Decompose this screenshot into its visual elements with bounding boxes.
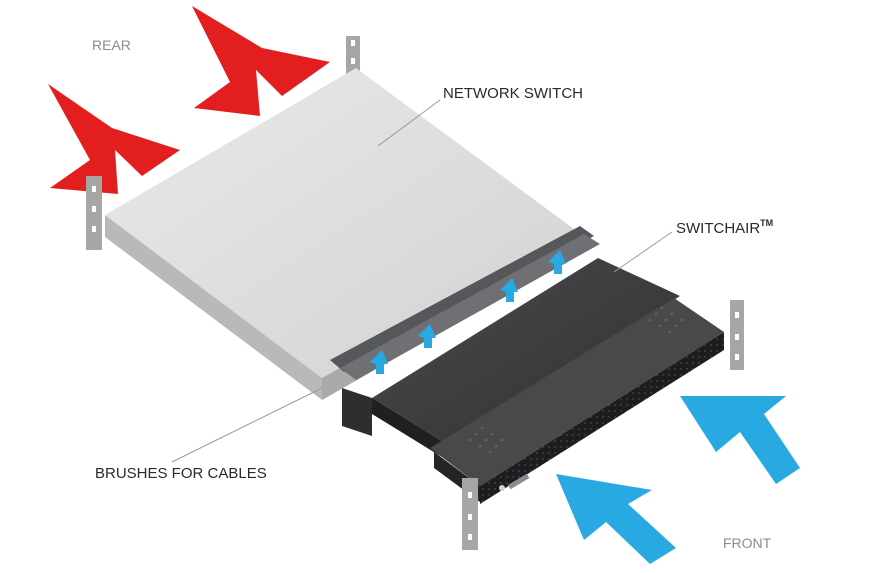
internal-airflow-arrows bbox=[370, 250, 566, 374]
intake-arrow-2 bbox=[556, 474, 676, 564]
switchair-leader bbox=[613, 231, 673, 273]
network-switch-leader bbox=[377, 99, 441, 147]
network-switch-label: NETWORK SWITCH bbox=[443, 85, 583, 102]
trademark-mark: TM bbox=[760, 218, 773, 228]
brushes-leader bbox=[171, 387, 323, 463]
rear-rail-right bbox=[346, 36, 360, 76]
exhaust-arrow-1 bbox=[192, 6, 330, 116]
rear-rail-left bbox=[86, 176, 102, 250]
intake-arrow-1 bbox=[680, 396, 800, 484]
switchair-unit bbox=[330, 226, 724, 504]
rear-label: REAR bbox=[92, 37, 131, 53]
brushes-label: BRUSHES FOR CABLES bbox=[95, 465, 267, 482]
switchair-label: SWITCHAIRTM bbox=[676, 218, 773, 237]
front-label: FRONT bbox=[723, 535, 772, 551]
vertiv-logo-icon bbox=[499, 485, 505, 491]
front-rail-left bbox=[462, 478, 478, 550]
switchair-label-text: SWITCHAIR bbox=[676, 220, 760, 237]
front-rail-right bbox=[730, 300, 744, 370]
exhaust-arrow-2 bbox=[48, 84, 180, 194]
